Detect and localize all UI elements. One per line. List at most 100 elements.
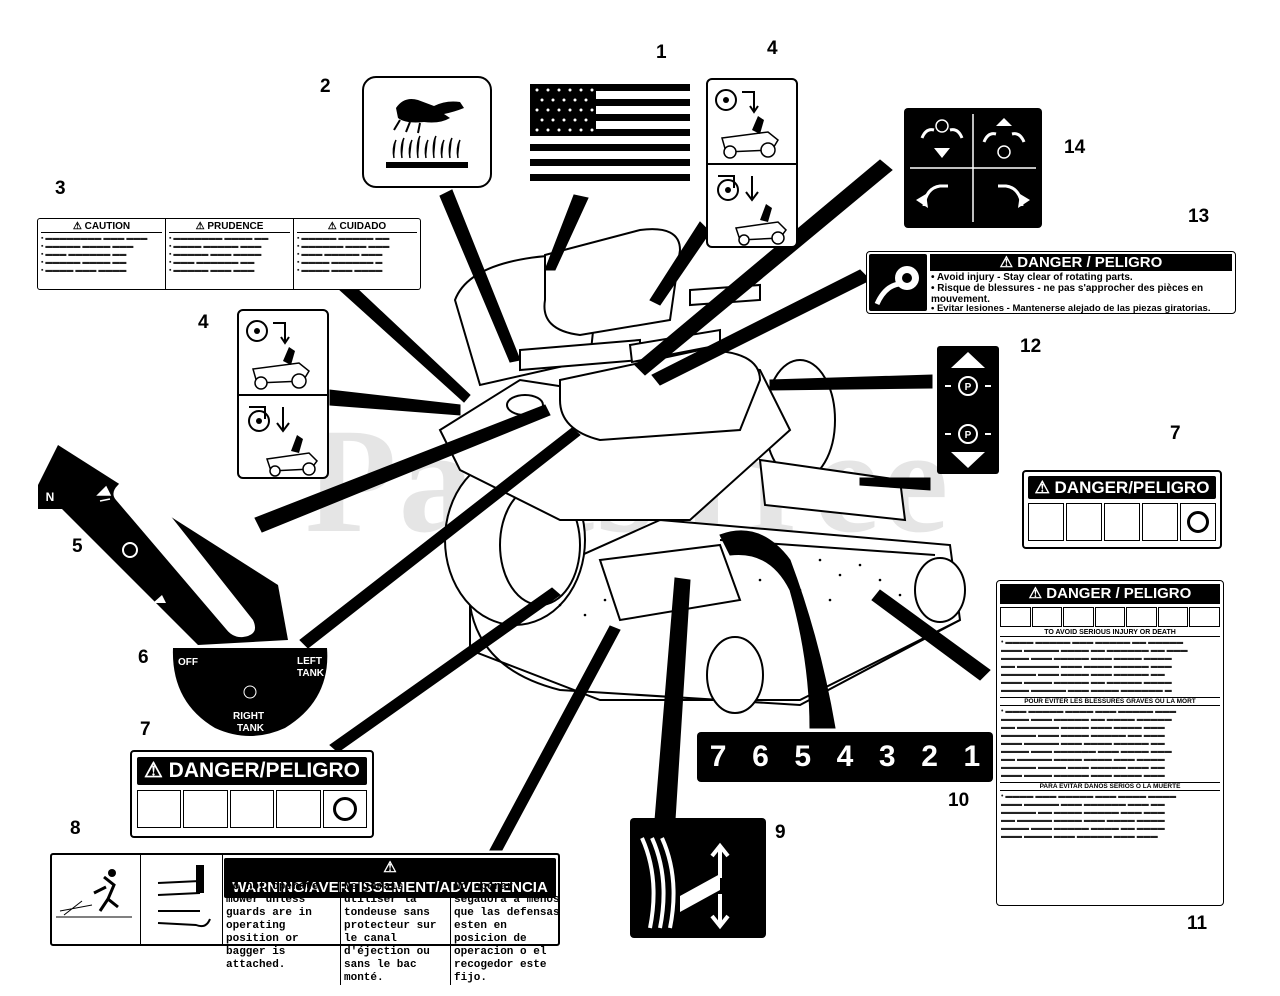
mower-deck bbox=[469, 518, 962, 701]
thrown-object-icon bbox=[56, 869, 132, 918]
leader-3 bbox=[339, 281, 471, 403]
leader-10 bbox=[719, 530, 836, 729]
cuidado-header: CUIDADO bbox=[339, 221, 387, 232]
callout-4-top: 4 bbox=[767, 38, 778, 59]
section-heading-en: TO AVOID SERIOUS INJURY OR DEATH bbox=[1000, 629, 1220, 637]
cut-height-7: 7 bbox=[709, 740, 727, 773]
callout-9: 9 bbox=[775, 822, 786, 843]
leader-14 bbox=[634, 159, 893, 376]
rotating-parts-en: • Avoid injury - Stay clear of rotating … bbox=[931, 272, 1133, 283]
danger-decal-11: ⚠ DANGER / PELIGRO TO AVOID SERIOUS INJU… bbox=[996, 580, 1224, 906]
cut-height-1: 1 bbox=[963, 740, 981, 773]
thrown-object-panel bbox=[52, 855, 141, 944]
turtle-icon bbox=[153, 595, 166, 603]
fuel-left-tank-label: TANK bbox=[297, 668, 325, 679]
leader-12 bbox=[769, 374, 933, 391]
danger-decal-7-left: ⚠ DANGER/PELIGRO bbox=[130, 750, 374, 838]
pictogram-row bbox=[1028, 503, 1216, 541]
no-riders-icon bbox=[322, 790, 368, 828]
callout-8: 8 bbox=[70, 818, 81, 839]
fuel-left-label: LEFT bbox=[297, 656, 322, 667]
key-icon bbox=[1142, 503, 1178, 541]
key-icon bbox=[276, 790, 321, 828]
seat-back bbox=[543, 228, 682, 337]
flag-decal bbox=[530, 84, 690, 181]
callout-5: 5 bbox=[72, 536, 83, 557]
section-heading-fr: POUR EVITER LES BLESSURES GRAVES OU LA M… bbox=[1000, 697, 1220, 706]
cut-height-3: 3 bbox=[878, 740, 896, 773]
hot-surface-icon bbox=[386, 99, 468, 168]
warning-text-en: Do not operate mower unless guards are i… bbox=[226, 881, 319, 971]
danger-title: DANGER / PELIGRO bbox=[1046, 585, 1192, 602]
height-adjust-icon bbox=[640, 837, 730, 930]
leader-8 bbox=[489, 625, 621, 851]
leader-7b bbox=[859, 477, 931, 491]
fuel-right-label: RIGHT bbox=[233, 711, 265, 722]
danger-title: DANGER/PELIGRO bbox=[168, 759, 361, 782]
fuel-off-label: OFF bbox=[178, 657, 198, 668]
blade-engage-icon bbox=[239, 320, 327, 477]
cut-height-6: 6 bbox=[752, 740, 769, 773]
leader-1 bbox=[544, 194, 589, 271]
warning-title: WARNING/AVERTISSEMENT/ADVERTENCIA bbox=[232, 879, 548, 896]
chute-guard-panel bbox=[140, 855, 223, 944]
entanglement-icon bbox=[869, 254, 927, 311]
slope-icon bbox=[183, 790, 228, 828]
blade-engage-icon bbox=[708, 89, 796, 246]
slope-icon bbox=[1066, 503, 1102, 541]
leader-6 bbox=[299, 427, 581, 649]
danger-decal-13: ⚠ DANGER / PELIGRO • Avoid injury - Stay… bbox=[866, 251, 1236, 314]
caution-column-es: ⚠ CUIDADO ▪ ▬▬▬▬▬ ▬▬▬▬▬ ▬▬▪ ▬▬▬▬▬▬ ▬▬▬ ▬… bbox=[294, 219, 420, 289]
danger-decal-7-right: ⚠ DANGER/PELIGRO bbox=[1022, 470, 1222, 549]
cut-height-4: 4 bbox=[836, 740, 854, 773]
callout-6: 6 bbox=[138, 647, 149, 668]
throttle-plate-decal bbox=[38, 445, 288, 645]
cut-height-decal: 7 6 5 4 3 2 1 bbox=[697, 732, 993, 782]
danger-title: DANGER/PELIGRO bbox=[1054, 478, 1210, 497]
fuel-selector-decal bbox=[172, 648, 328, 736]
discharge-chute-icon bbox=[157, 865, 211, 928]
front-caster-right bbox=[914, 557, 966, 623]
park-brake-decal: P P bbox=[937, 346, 999, 474]
bystander-icon bbox=[229, 790, 275, 828]
pictogram-row bbox=[1000, 607, 1221, 627]
danger-title: DANGER / PELIGRO bbox=[1017, 254, 1163, 271]
leader-5 bbox=[254, 404, 551, 533]
blade-engage-decal-left bbox=[237, 309, 329, 479]
callout-7-left: 7 bbox=[140, 719, 151, 740]
callout-2: 2 bbox=[320, 76, 331, 97]
caution-column-fr: ⚠ PRUDENCE ▪ ▬▬▬▬▬▬▬ ▬▬▬▬ ▬▬▪ ▬▬▬▬ ▬▬▬▬▬… bbox=[166, 219, 294, 289]
callout-1: 1 bbox=[656, 42, 667, 63]
callout-7-right: 7 bbox=[1170, 423, 1181, 444]
callout-10: 10 bbox=[948, 790, 970, 811]
caution-column-en: ⚠ CAUTION ▪ ▬▬▬▬▬▬▬▬ ▬▬▬ ▬▬▬▪ ▬▬▬▬▬ ▬▬▬▬… bbox=[38, 219, 166, 289]
callout-3: 3 bbox=[55, 178, 66, 199]
svg-text:P: P bbox=[965, 430, 972, 441]
callout-14: 14 bbox=[1064, 137, 1086, 158]
rabbit-icon bbox=[96, 485, 112, 502]
callout-4-left: 4 bbox=[198, 312, 209, 333]
park-brake-icon: P P bbox=[945, 352, 991, 468]
leader-4a bbox=[329, 389, 461, 416]
caution-decal: ⚠ CAUTION ▪ ▬▬▬▬▬▬▬▬ ▬▬▬ ▬▬▬▪ ▬▬▬▬▬ ▬▬▬▬… bbox=[37, 218, 421, 290]
rotating-parts-es: • Evitar lesiones - Mantenerse alejado d… bbox=[931, 303, 1211, 314]
choke-icon bbox=[122, 542, 138, 558]
steering-directions-icon bbox=[910, 114, 1036, 222]
front-caster-left bbox=[706, 636, 764, 714]
svg-text:P: P bbox=[965, 382, 972, 393]
prudence-header: PRUDENCE bbox=[207, 221, 264, 232]
cut-height-2: 2 bbox=[921, 740, 938, 773]
neutral-icon: N bbox=[38, 485, 62, 509]
bystander-icon bbox=[1104, 503, 1140, 541]
rotating-parts-fr: • Risque de blessures - ne pas s'approch… bbox=[931, 283, 1204, 305]
pictogram-row bbox=[137, 790, 368, 828]
steering-decal bbox=[904, 108, 1042, 228]
thrown-object-icon bbox=[1028, 503, 1064, 541]
no-riders-icon bbox=[1180, 503, 1216, 541]
leader-2 bbox=[439, 189, 521, 363]
leader-11 bbox=[871, 589, 991, 681]
warning-text-es: No operar segadora a menos que las defen… bbox=[450, 881, 562, 985]
thrown-object-icon bbox=[137, 790, 182, 828]
cut-height-5: 5 bbox=[794, 740, 812, 773]
